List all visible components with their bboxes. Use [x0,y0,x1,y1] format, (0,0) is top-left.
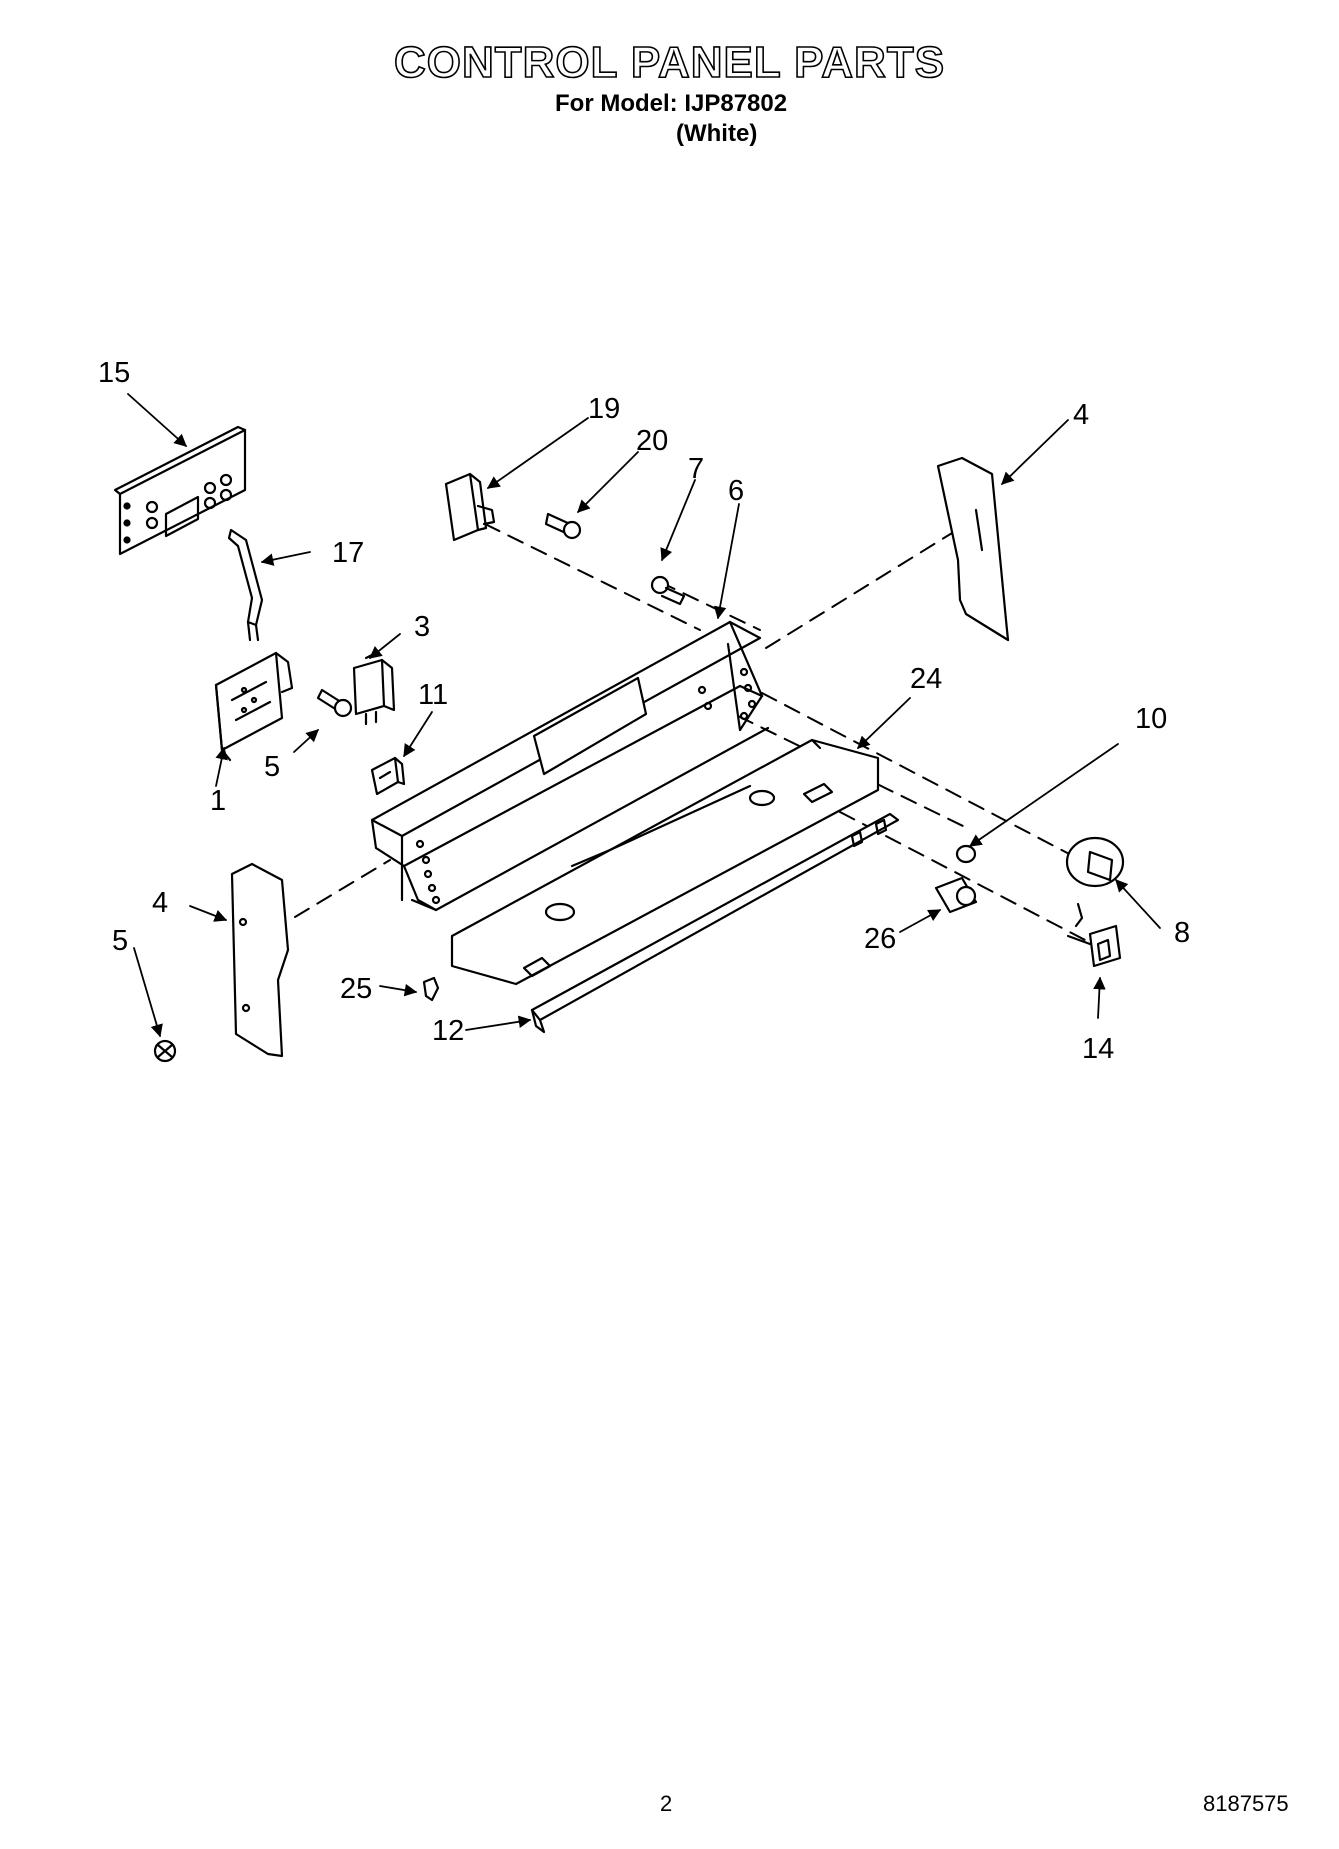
model-color: (White) [676,120,758,147]
model-number: For Model: IJP87802 [555,90,788,117]
part-thermostat [444,472,496,542]
part-screw-20 [544,512,582,540]
part-control-knob [1065,836,1125,888]
part-wire-harness [227,528,264,642]
part-bulb-socket [370,756,406,796]
part-rocker-switch [934,876,978,914]
part-bracket [214,651,294,762]
callout-8: 8 [1174,917,1190,949]
part-light-switch [1066,902,1122,968]
callout-numbers: 15 19 20 7 6 4 17 3 11 5 1 24 10 4 5 25 … [98,357,1190,1065]
callout-6: 6 [728,475,744,507]
callout-7: 7 [688,453,704,485]
callout-3: 3 [414,611,430,643]
callout-4-left: 4 [152,887,168,919]
part-electronic-control [113,425,247,556]
callout-14: 14 [1082,1033,1114,1065]
callout-5-upper: 5 [264,751,280,783]
callout-5-lower: 5 [112,925,128,957]
callout-12: 12 [432,1015,464,1047]
document-number: 8187575 [1203,1791,1289,1816]
callout-24: 24 [910,663,942,695]
part-screw-25 [422,976,440,1002]
part-rear-plate [450,738,880,986]
callout-25: 25 [340,973,372,1005]
callout-20: 20 [636,425,668,457]
leader-lines [127,393,1161,1038]
callout-17: 17 [332,537,364,569]
page-number: 2 [660,1791,673,1816]
callout-10: 10 [1135,703,1167,735]
callout-1: 1 [210,785,226,817]
part-control-panel [370,620,770,912]
callout-11: 11 [418,679,448,711]
callout-26: 26 [864,923,896,955]
part-screw-upper [316,688,353,718]
part-end-cap-left [230,862,290,1058]
part-switch [352,652,396,726]
part-knob-clip [955,844,977,864]
callout-4-right: 4 [1073,399,1089,431]
callout-15: 15 [98,357,130,389]
part-screw-lower [153,1039,177,1063]
diagram-title: CONTROL PANEL PARTS [393,37,946,88]
part-screw-7 [650,575,686,606]
assembly-lines [294,523,1086,941]
callout-19: 19 [588,393,620,425]
part-trim-strip [530,812,900,1034]
part-end-cap-right [936,456,1010,642]
